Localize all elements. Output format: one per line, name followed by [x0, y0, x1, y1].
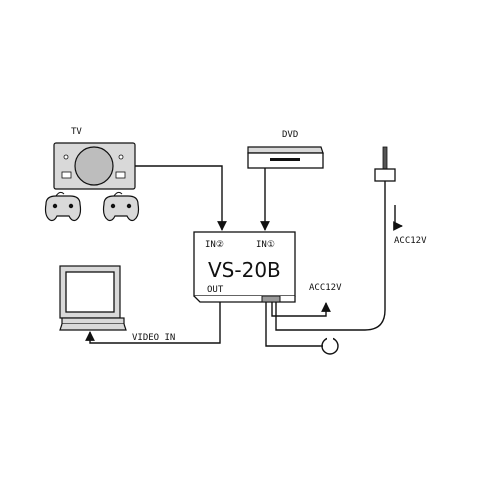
monitor-icon: [59, 265, 127, 331]
acc12v-bottom-label: ACC12V: [309, 283, 342, 293]
dvd-player-icon: [247, 146, 324, 169]
acc-power-cable: [271, 302, 331, 317]
accessory-socket-icon: [374, 146, 396, 182]
tv-label: TV: [71, 127, 82, 137]
output-label: OUT: [207, 285, 224, 295]
input-2-label: IN②: [205, 240, 224, 250]
ground-terminal-icon: [320, 336, 339, 355]
acc-socket-feed: [393, 205, 403, 231]
gamepad-icon: [102, 191, 140, 222]
out-to-monitor-cable: [85, 302, 221, 344]
device-name: VS-20B: [208, 258, 281, 282]
game-console-icon: [53, 142, 136, 190]
tv-to-in2-cable: [135, 165, 227, 231]
dvd-label: DVD: [282, 130, 298, 140]
video-in-label: VIDEO IN: [132, 333, 175, 343]
accessory-cable: [275, 181, 386, 331]
gamepad-icon: [44, 191, 82, 222]
vs-20b-device: IN② IN① VS-20B OUT: [193, 231, 296, 303]
acc12v-right-label: ACC12V: [394, 236, 427, 246]
ground-cable: [265, 302, 320, 347]
input-1-label: IN①: [256, 240, 275, 250]
